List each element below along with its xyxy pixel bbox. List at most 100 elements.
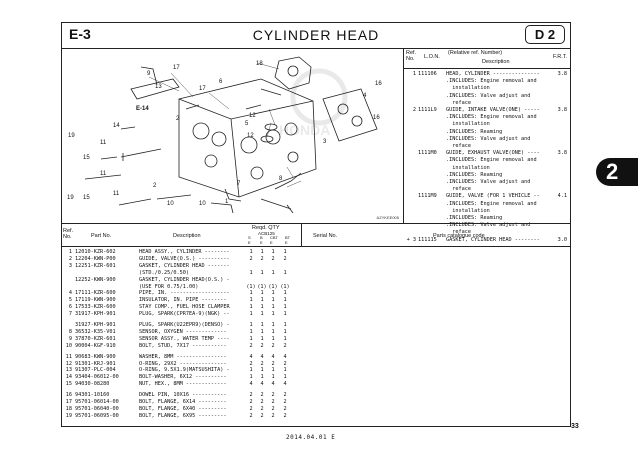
part-description: STAY COMP., FUEL HOSE CLAMPER <box>139 304 230 311</box>
part-number: 31917-KPH-901 <box>75 311 116 318</box>
part-description: (USE FOR 0.75/1.00) <box>139 283 199 290</box>
part-qty: 4 <box>260 381 264 388</box>
frt-part: 1111L9 <box>418 107 437 113</box>
frt-part: 1111M9 <box>418 193 437 200</box>
callout-19b: 19 <box>67 195 74 201</box>
frt-time: 3.8 <box>557 150 567 157</box>
callout-1: 1 <box>225 199 229 205</box>
frt-reference-panel: Ref. No. L.O.N. (Relative ref. Number) D… <box>404 49 571 243</box>
part-qty: 4 <box>249 381 253 388</box>
callout-2b: 2 <box>153 183 157 189</box>
part-number: 17111-KZR-600 <box>75 290 116 297</box>
part-qty: 2 <box>271 342 275 349</box>
part-ref: 12 <box>65 360 72 367</box>
side-tab-number: 2 <box>606 159 619 184</box>
callout-16: 16 <box>375 81 382 87</box>
callout-10b: 10 <box>199 201 206 207</box>
frt-include-note: .INCLUDES: Engine removal and <box>446 200 537 207</box>
frt-description: GUIDE, INTAKE VALVE(ONE) ----- <box>446 107 540 113</box>
frt-header-lon: L.O.N. <box>424 54 440 60</box>
part-description: HEAD ASSY., CYLINDER -------- <box>139 249 230 255</box>
footer-date: 2014.04.01 E <box>286 434 336 441</box>
part-description: PLUG, SPARK(U22EPR9)(DENSO) - <box>139 322 230 328</box>
frt-header-relative: (Relative ref. Number) <box>448 50 503 56</box>
frt-time: 3.0 <box>557 236 567 243</box>
callout-12: 12 <box>249 113 256 119</box>
part-qty: 4 <box>271 381 275 388</box>
part-number: 12010-KZR-602 <box>75 249 116 255</box>
part-qty: 2 <box>249 412 253 419</box>
part-number: 95701-06095-00 <box>75 412 119 419</box>
callout-6: 6 <box>219 79 223 85</box>
part-qty: 1 <box>271 311 275 318</box>
frt-header-ref: Ref. No. <box>406 50 417 62</box>
part-qty: 1 <box>283 322 287 328</box>
part-description: O-RING, 29X2 --------------- <box>139 360 227 367</box>
part-ref: 7 <box>68 311 72 318</box>
frt-include-note: .INCLUDES: Reaming <box>446 128 503 135</box>
part-qty: 2 <box>260 405 264 412</box>
part-qty: 1 <box>260 335 264 342</box>
part-ref: 1 <box>68 249 72 255</box>
frt-ref: + 3 <box>406 236 416 243</box>
part-qty: 2 <box>271 360 275 367</box>
part-qty: 2 <box>271 392 275 399</box>
frt-include-note: .INCLUDES: Valve adjust and <box>446 179 531 185</box>
part-description: BOLT, FLANGE, 6X95 --------- <box>139 412 227 419</box>
part-description: GASKET, CYLINDER HEAD(O.S.) - <box>139 276 230 283</box>
part-ref: 19 <box>65 412 72 419</box>
col-qty-1: S E <box>248 235 251 245</box>
part-qty: 1 <box>283 374 287 381</box>
part-qty: 1 <box>283 335 287 342</box>
frt-description: HEAD, CYLINDER --------------- <box>446 71 540 77</box>
frt-ref: 1 <box>412 71 416 77</box>
part-qty: 2 <box>260 360 264 367</box>
part-description: SENSOR ASSY., WATER TEMP ---- <box>139 335 230 342</box>
col-serial: Serial No. <box>313 233 338 239</box>
callout-13: 13 <box>155 84 162 90</box>
part-qty: 1 <box>283 249 287 255</box>
callout-14: 14 <box>113 123 120 129</box>
part-number: 31927-KPH-901 <box>75 322 116 328</box>
exploded-diagram: HONDA <box>61 49 404 223</box>
part-qty: 1 <box>249 328 253 335</box>
part-description: GUIDE, VALVE(O.S.) ---------- <box>139 255 230 262</box>
part-qty: 1 <box>249 297 253 304</box>
part-qty: 1 <box>260 304 264 311</box>
callout-15b: 15 <box>83 195 90 201</box>
part-ref: 3 <box>68 262 72 269</box>
page-header: E-3 CYLINDER HEAD D 2 <box>61 22 571 49</box>
part-qty: 1 <box>283 304 287 311</box>
diagram-code: AZYKEE005 <box>376 215 399 220</box>
part-qty: (1) <box>268 283 278 290</box>
callout-2: 2 <box>176 116 180 122</box>
page-number: 33 <box>571 423 579 430</box>
part-qty: 1 <box>283 290 287 297</box>
part-qty: 1 <box>283 367 287 374</box>
frt-time: 3.8 <box>557 71 567 77</box>
frt-time: 4.1 <box>557 193 567 200</box>
frt-include-note: reface <box>446 186 471 193</box>
callout-15: 15 <box>83 155 90 161</box>
part-ref: 8 <box>68 328 72 335</box>
section-code: E-3 <box>69 26 91 42</box>
col-qty-2: B E <box>260 235 263 245</box>
part-qty: 2 <box>249 405 253 412</box>
header-divider <box>301 224 302 247</box>
col-model: ACB125 <box>258 231 275 236</box>
part-qty: 1 <box>249 374 253 381</box>
col-description: Description <box>173 233 201 239</box>
part-description: O-RING, 9.5X1.9(MATSUSHITA) - <box>139 367 230 374</box>
part-number: 36532-K35-V01 <box>75 328 116 335</box>
frt-include-note: reface <box>446 229 471 236</box>
part-ref: 15 <box>65 381 72 388</box>
callout-17b: 17 <box>199 86 206 92</box>
part-number: 90683-KWN-900 <box>75 353 116 360</box>
part-qty: 1 <box>249 311 253 318</box>
part-qty: 4 <box>249 353 253 360</box>
part-description: PLUG, SPARK(CPR7EA-9)(NGK) -- <box>139 311 230 318</box>
part-qty: 2 <box>249 392 253 399</box>
part-qty: 1 <box>271 297 275 304</box>
part-number: 91301-KRJ-901 <box>75 360 116 367</box>
callout-11: 11 <box>100 140 107 146</box>
